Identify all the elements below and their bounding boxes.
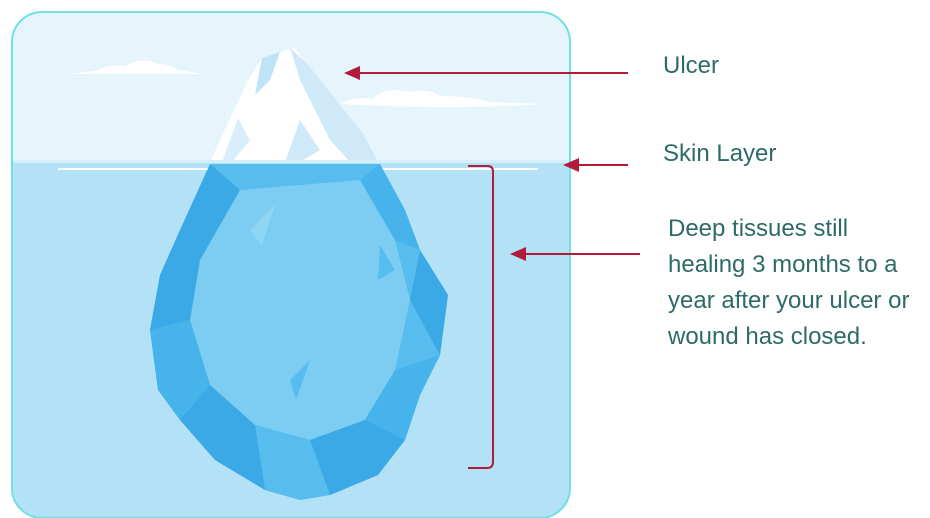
label-deep-tissues: Deep tissues still healing 3 months to a… bbox=[668, 211, 930, 355]
label-ulcer: Ulcer bbox=[663, 48, 719, 84]
label-skin-layer: Skin Layer bbox=[663, 136, 776, 172]
iceberg-scene bbox=[0, 0, 600, 518]
arrow-skin-layer bbox=[563, 158, 628, 172]
skin-surface bbox=[12, 160, 570, 163]
